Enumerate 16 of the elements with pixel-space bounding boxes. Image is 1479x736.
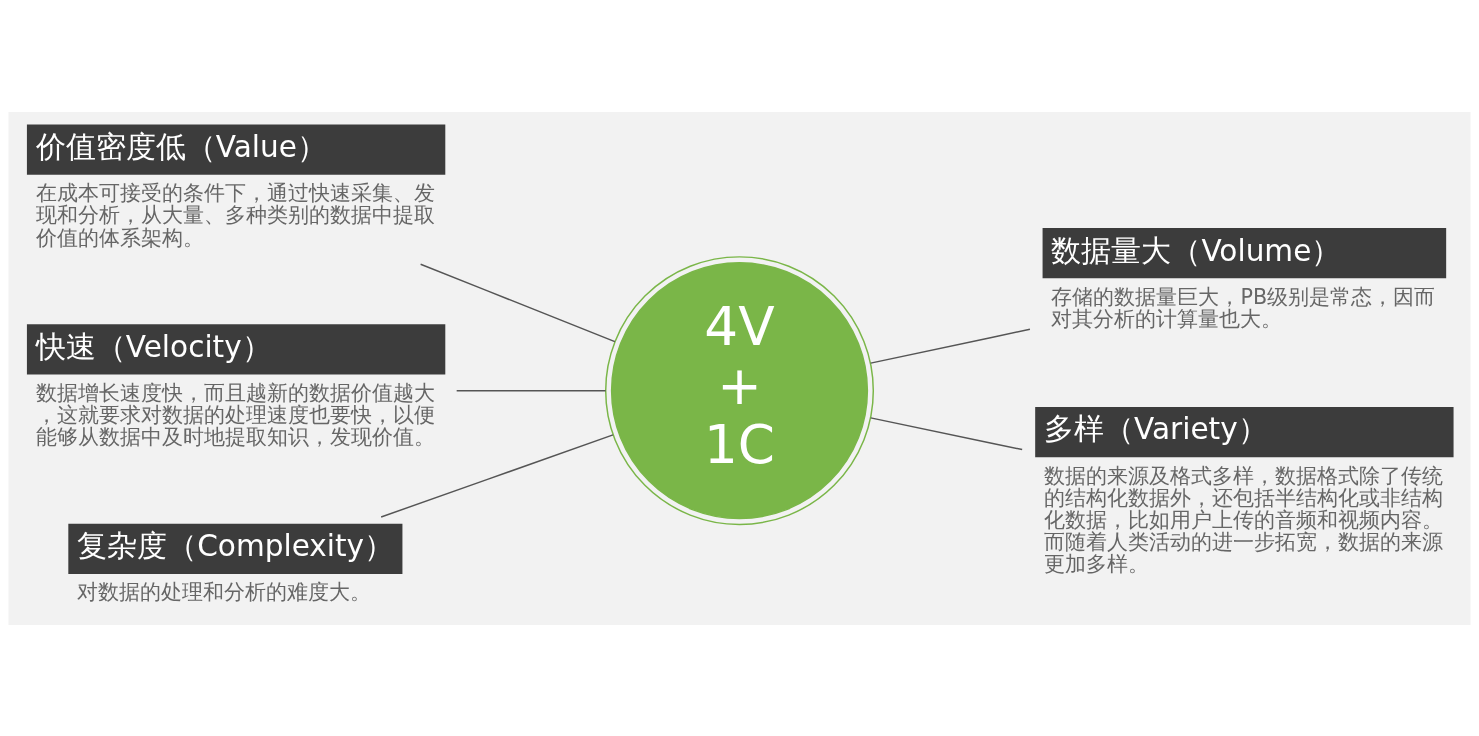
- node-circle: 4V + 1C: [604, 255, 875, 525]
- connector: [869, 416, 1023, 450]
- node-box: 复杂度（Complexity）: [68, 523, 403, 574]
- node-label: 存储的数据量巨大，PB级别是常态，因而对其分析的计算量也大。: [1051, 284, 1436, 331]
- node-box: 价值密度低（Value）: [26, 124, 446, 175]
- node-box: 数据量大（Volume）: [1042, 227, 1447, 278]
- connector: [455, 389, 607, 391]
- node-label: 数据的来源及格式多样，数据格式除了传统的结构化数据外，还包括半结构化或非结构化数据，比如用户上传的音频和视频内容。而随着人类活动的进一步拓宽，数据的来源更加多样。: [1044, 463, 1444, 576]
- node-label: 对数据的处理和分析的难度大。: [77, 579, 372, 604]
- node-box: 多样（Variety）: [1035, 406, 1454, 457]
- connector: [380, 433, 614, 518]
- node-label: 在成本可接受的条件下，通过快速采集、发现和分析，从大量、多种类别的数据中提取价值的体系架构。: [35, 180, 435, 250]
- connector: [419, 263, 616, 342]
- connector: [869, 328, 1031, 364]
- node-box: 快速（Velocity）: [26, 323, 446, 374]
- node-label: 数据增长速度快，而且越新的数据价值越大，这就要求对数据的处理速度也要快，以便能够从数据中及时地提取知识，发现价值。: [35, 380, 435, 449]
